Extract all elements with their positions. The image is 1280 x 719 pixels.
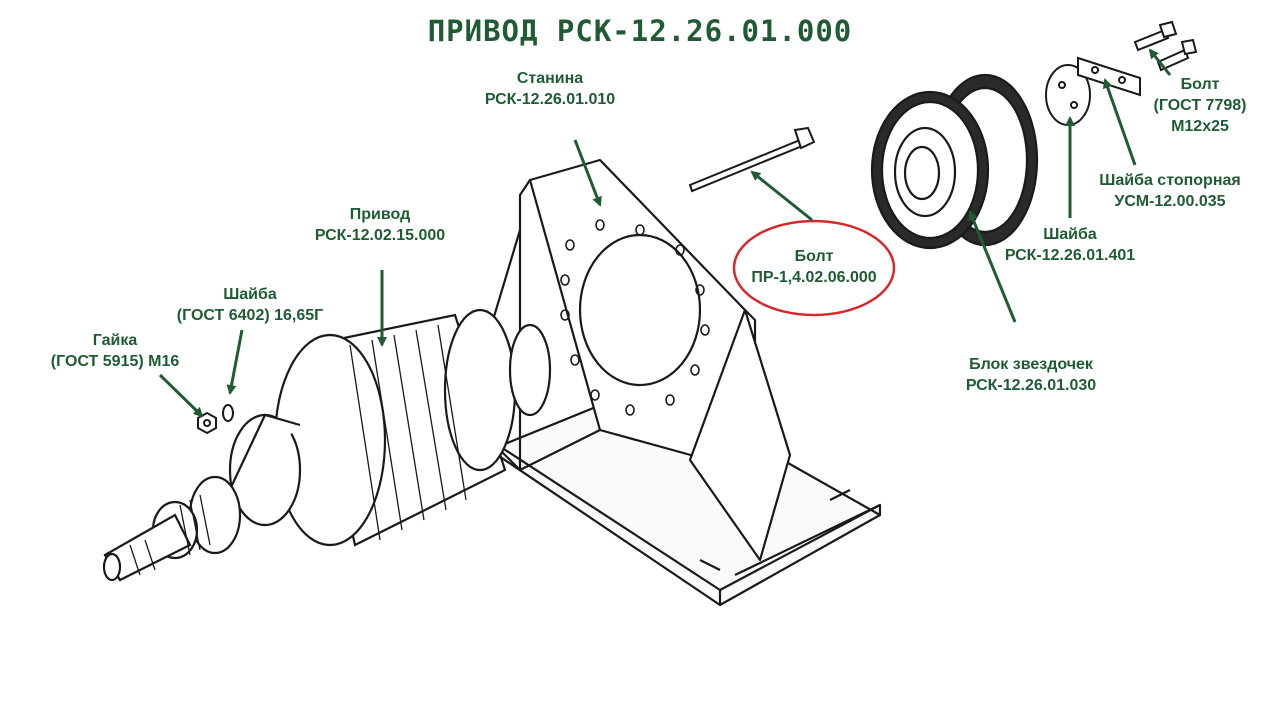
arrow-stanina [573, 139, 602, 207]
label-bolt-gost: Болт (ГОСТ 7798) М12х25 [1153, 76, 1247, 135]
washers-and-bolts-drawing [1045, 20, 1198, 126]
sprocket-block-drawing [870, 73, 1039, 250]
callout-arrows [158, 48, 1172, 418]
drive-unit-hatching [129, 324, 467, 576]
arrow-shaiba-stop [1102, 78, 1137, 166]
drive-unit-drawing [102, 308, 552, 582]
label-gaika: Гайка (ГОСТ 5915) М16 [50, 332, 180, 370]
label-stanina: Станина РСК-12.26.01.010 [484, 70, 616, 108]
diagram-title: ПРИВОД РСК-12.26.01.000 [427, 14, 853, 48]
label-shaiba-gost: Шайба (ГОСТ 6402) 16,65Г [176, 286, 324, 324]
label-blok: Блок звездочек РСК-12.26.01.030 [965, 356, 1097, 394]
frame-bolt-holes [560, 219, 710, 416]
label-shaiba-401: Шайба РСК-12.26.01.401 [1004, 226, 1136, 264]
label-bolt-pr: Болт ПР-1,4.02.06.000 [751, 248, 877, 286]
long-bolt-drawing [688, 126, 816, 193]
label-privod: Привод РСК-12.02.15.000 [314, 206, 446, 244]
arrow-bolt-pr [750, 170, 813, 222]
arrow-shaiba-gost [226, 329, 244, 395]
frame-drawing [488, 158, 882, 607]
highlight-circle [732, 219, 896, 317]
label-shaiba-stop: Шайба стопорная УСМ-12.00.035 [1099, 172, 1241, 210]
arrow-gaika [158, 373, 204, 418]
nut-and-washer-drawing [197, 404, 234, 435]
arrow-bolt-gost [1148, 48, 1172, 76]
arrow-blok [968, 210, 1017, 323]
